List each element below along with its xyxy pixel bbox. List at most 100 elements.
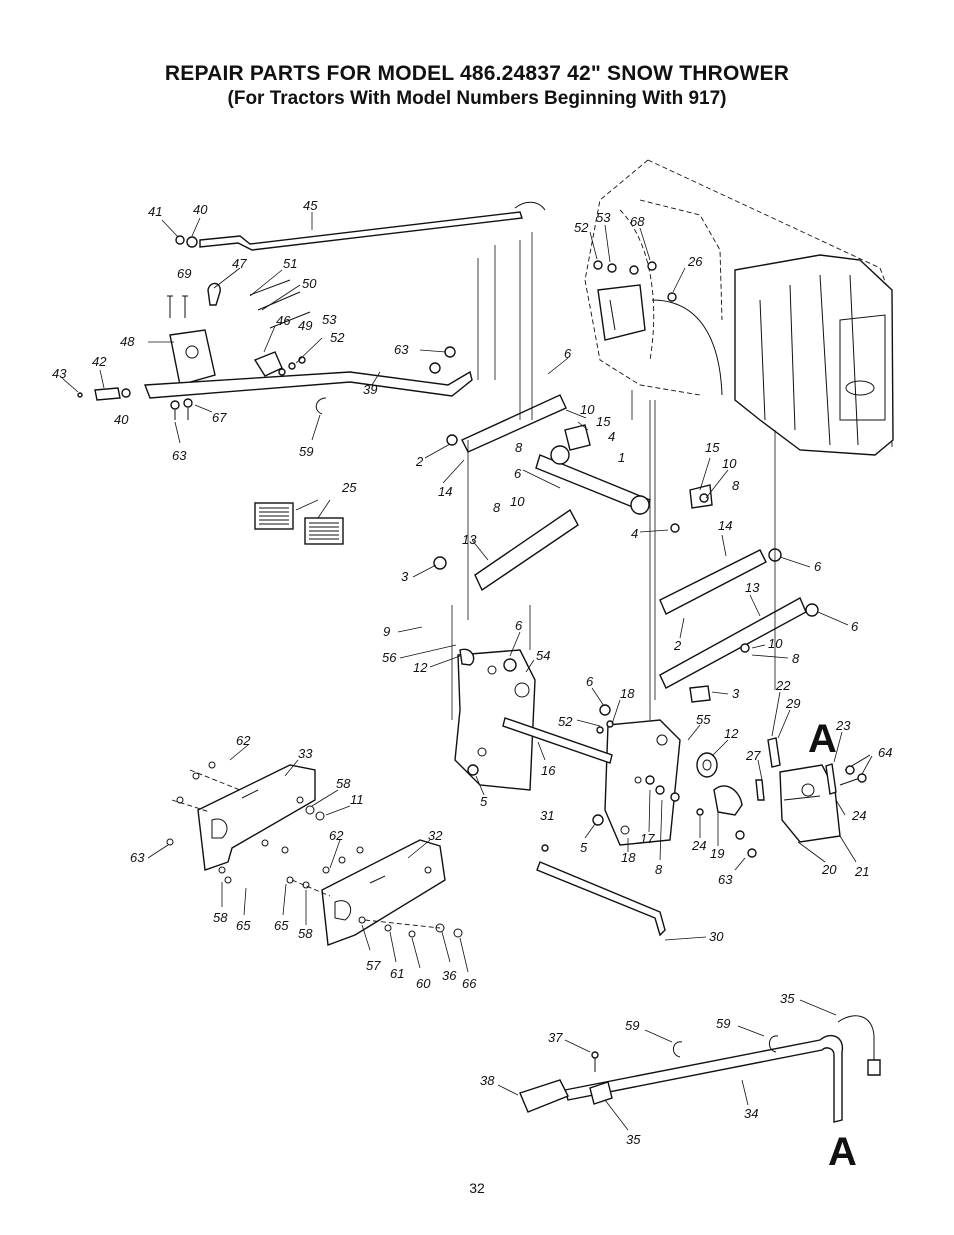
callout-34: 34 [744,1106,758,1121]
callout-9: 9 [383,624,390,639]
callout-63c: 63 [130,850,145,865]
callout-26: 26 [687,254,703,269]
lift-rod [77,346,473,420]
callout-55: 55 [696,712,711,727]
callout-65: 65 [236,918,251,933]
callout-69: 69 [177,266,191,281]
callout-23: 23 [835,718,851,733]
callout-59b: 59 [625,1018,639,1033]
callout-51: 51 [283,256,297,271]
callout-45: 45 [303,198,318,213]
cross-shaft [502,717,613,764]
callout-39: 39 [363,382,377,397]
leader-lines [61,212,873,1131]
callout-40b: 40 [114,412,129,427]
callout-43: 43 [52,366,67,381]
callout-48: 48 [120,334,135,349]
callout-8: 8 [515,440,523,455]
callout-6c: 6 [814,559,822,574]
callout-47: 47 [232,256,247,271]
callout-68: 68 [630,214,645,229]
callout-6: 6 [564,346,572,361]
callout-29: 29 [785,696,800,711]
callout-10b: 10 [722,456,737,471]
callout-66: 66 [462,976,477,991]
callout-60: 60 [416,976,431,991]
callout-4b: 4 [631,526,638,541]
callout-14b: 14 [718,518,732,533]
callout-56: 56 [382,650,397,665]
callout-59c: 59 [716,1016,730,1031]
lift-arms [433,394,819,703]
callout-24b: 24 [691,838,706,853]
callout-22: 22 [775,678,791,693]
callout-58: 58 [336,776,351,791]
reinforcement-plates [166,761,463,946]
callout-2b: 2 [673,638,682,653]
callout-12: 12 [413,660,428,675]
callout-5: 5 [480,794,488,809]
snow-thrower-housing [584,159,894,456]
callout-62b: 62 [329,828,344,843]
callout-57: 57 [366,958,381,973]
callout-58b: 58 [213,910,228,925]
callout-53: 53 [596,210,611,225]
callout-8b: 8 [732,478,740,493]
callout-61: 61 [390,966,404,981]
callout-40: 40 [193,202,208,217]
decals [254,502,344,545]
callout-37: 37 [548,1030,563,1045]
callout-6b: 6 [514,466,522,481]
callout-62: 62 [236,733,251,748]
view-marker-a-bottom: A [828,1130,857,1174]
callout-35b: 35 [626,1132,641,1147]
callout-4: 4 [608,429,615,444]
callout-5b: 5 [580,840,588,855]
callout-33: 33 [298,746,313,761]
callout-19: 19 [710,846,724,861]
callout-8e: 8 [655,862,663,877]
chute-bracket [593,260,677,341]
lift-lever-assembly [167,279,311,386]
callout-10: 10 [580,402,595,417]
callout-30: 30 [709,929,724,944]
page-title: REPAIR PARTS FOR MODEL 486.24837 42" SNO… [164,62,790,85]
callout-3: 3 [401,569,409,584]
callout-42: 42 [92,354,107,369]
callout-6d: 6 [851,619,859,634]
callout-1: 1 [618,450,625,465]
callout-52: 52 [574,220,589,235]
callout-8d: 8 [792,651,800,666]
callout-24: 24 [851,808,866,823]
callout-16: 16 [541,763,556,778]
callout-13b: 13 [745,580,760,595]
page-subtitle: (For Tractors With Model Numbers Beginni… [227,88,727,109]
callout-38: 38 [480,1073,495,1088]
callout-20: 20 [821,862,837,877]
callout-41: 41 [148,204,162,219]
callout-67: 67 [212,410,227,425]
side-plates [454,648,681,846]
callout-6e: 6 [515,618,523,633]
callout-17: 17 [640,831,655,846]
callout-53b: 53 [322,312,337,327]
callout-50: 50 [302,276,317,291]
callout-10c: 10 [510,494,525,509]
callout-31: 31 [540,808,554,823]
control-rod [175,201,546,251]
callout-52c: 52 [558,714,573,729]
callout-46: 46 [276,313,291,328]
callout-65b: 65 [274,918,289,933]
handle-assembly [519,1015,881,1123]
callout-13: 13 [462,532,477,547]
callout-10d: 10 [768,636,783,651]
callout-27: 27 [745,748,761,763]
callout-2: 2 [415,454,424,469]
callout-11: 11 [350,792,364,807]
page-number: 32 [469,1180,485,1196]
callout-59: 59 [299,444,313,459]
callout-64: 64 [878,745,892,760]
assembly-lines [451,232,776,720]
callout-63: 63 [394,342,409,357]
